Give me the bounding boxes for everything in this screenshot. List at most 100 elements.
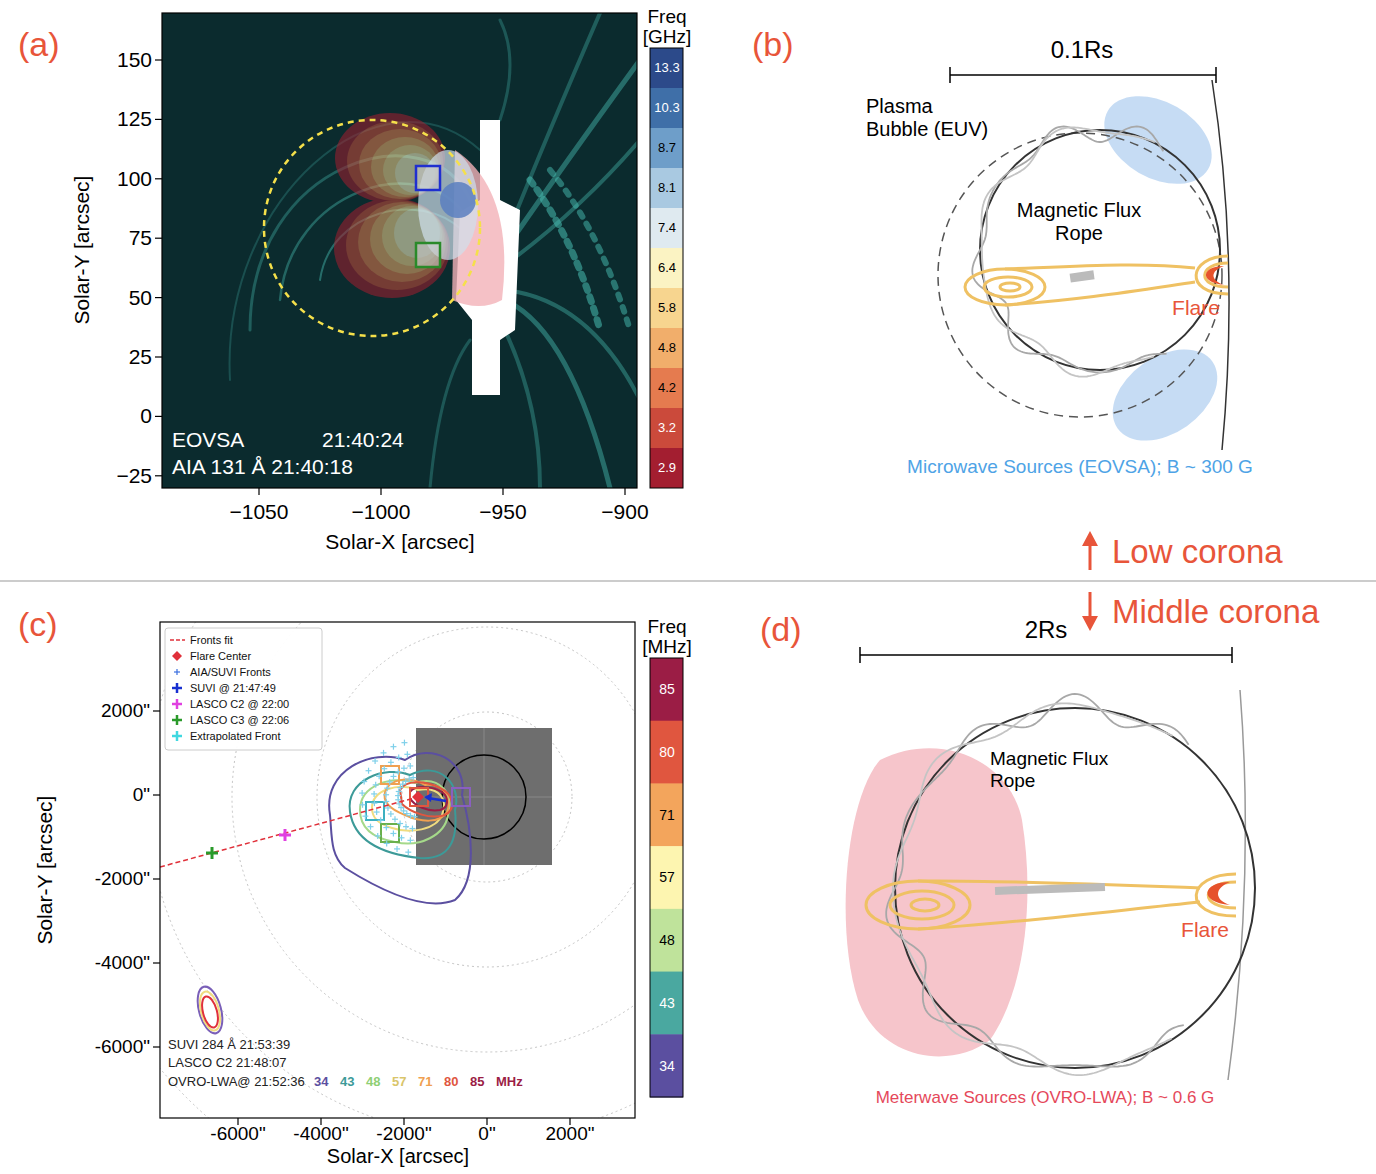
tick-marks <box>155 356 162 357</box>
euv-image <box>440 182 476 218</box>
tick-marks <box>153 711 570 1125</box>
radio-image <box>381 766 399 784</box>
colorbar <box>650 168 683 208</box>
tick-marks <box>155 60 625 495</box>
scale-label: 0.1Rs <box>1051 36 1114 64</box>
diagram-label: Plasma Bubble (EUV) <box>866 95 994 141</box>
euv-image <box>230 13 637 488</box>
radio-image <box>196 989 224 1032</box>
divider <box>1082 616 1098 631</box>
tick-marks <box>155 416 162 417</box>
tick-marks <box>155 59 162 60</box>
axis-tick: -6000" <box>210 1123 265 1145</box>
radio-image <box>359 740 417 855</box>
coronal-schematic <box>980 130 1220 370</box>
radio-image <box>374 791 375 797</box>
radio-image <box>365 813 366 819</box>
radio-image <box>160 622 635 1118</box>
coronal-schematic <box>866 881 970 929</box>
radio-image <box>193 984 227 1036</box>
radio-image <box>199 995 221 1030</box>
colorbar-tick: 85 <box>659 681 675 697</box>
radio-image <box>386 840 387 846</box>
radio-image <box>412 791 424 803</box>
radio-image <box>364 779 365 785</box>
radio-image <box>389 779 390 785</box>
legend-entry: LASCO C3 @ 22:06 <box>190 714 289 727</box>
axis-tick: -2000" <box>376 1123 431 1145</box>
radio-image <box>410 837 411 843</box>
radio-image <box>404 740 405 746</box>
coronal-schematic <box>1196 256 1228 294</box>
radio-image <box>393 773 394 779</box>
radio-image <box>160 622 635 1118</box>
markers <box>162 13 637 488</box>
radio-image <box>387 785 388 791</box>
colorbar-tick: 10.3 <box>654 101 679 116</box>
colorbar <box>650 972 683 1035</box>
coronal-schematic <box>1206 266 1224 285</box>
radio-image <box>206 847 218 859</box>
colorbar <box>650 328 683 368</box>
radio-image <box>402 781 403 787</box>
radio-image <box>413 775 414 781</box>
radio-image <box>410 763 411 769</box>
colorbar <box>650 846 683 909</box>
euv-image <box>505 60 637 250</box>
axis-tick: 2000" <box>101 700 150 722</box>
colorbar <box>650 48 683 488</box>
colorbar-tick: 4.2 <box>658 381 676 396</box>
coronal-schematic <box>1089 78 1227 202</box>
euv-image <box>430 340 470 488</box>
radio-image <box>374 800 375 806</box>
colorbar <box>650 909 683 972</box>
legend-entry: LASCO C2 @ 22:00 <box>190 698 289 711</box>
radio-image <box>383 750 384 756</box>
diagram-label: Magnetic Flux Rope <box>990 748 1125 792</box>
radio-image <box>398 754 399 760</box>
divider <box>0 581 1376 582</box>
tick-marks <box>155 119 162 120</box>
colorbar-tick: 80 <box>659 744 675 760</box>
radio-image <box>170 639 185 641</box>
colorbar-tick: 2.9 <box>658 461 676 476</box>
colorbar <box>650 128 683 168</box>
coronal-schematic <box>1228 690 1245 1080</box>
colorbar <box>650 721 683 784</box>
coronal-schematic <box>1205 263 1228 287</box>
coronal-schematic <box>846 690 1255 1080</box>
radio-image <box>165 628 322 750</box>
euv-image <box>162 13 637 488</box>
coronal-schematic <box>995 883 1105 895</box>
colorbar <box>650 208 683 248</box>
tick-marks <box>624 488 625 495</box>
radio-image <box>384 766 385 772</box>
radio-image <box>386 798 387 804</box>
colorbar <box>650 1034 683 1097</box>
scale-bar <box>950 74 1216 76</box>
colorbar-tick: 8.7 <box>658 141 676 156</box>
radio-image <box>366 766 470 842</box>
radio-image <box>381 824 399 842</box>
euv-image <box>500 320 540 488</box>
colorbar-tick: 71 <box>659 807 675 823</box>
coronal-schematic <box>911 899 939 911</box>
colorbar-tick: 48 <box>659 932 675 948</box>
coronal-schematic <box>982 128 1155 377</box>
colorbar <box>650 368 683 408</box>
legend-entry: Fronts fit <box>190 634 233 647</box>
frequency-key: 48 <box>366 1075 380 1090</box>
tick-marks <box>155 178 162 179</box>
radio-image <box>176 669 177 675</box>
radio-image <box>362 802 363 808</box>
coronal-schematic <box>1208 882 1236 908</box>
colorbar <box>650 658 683 721</box>
axis-tick: 75 <box>129 226 152 250</box>
colorbar-tick: 34 <box>659 1058 675 1074</box>
diagram-caption: Microwave Sources (EOVSA); B ~ 300 G <box>907 456 1253 478</box>
diagram-label: Flare <box>1172 296 1220 320</box>
radio-image <box>398 788 399 794</box>
radio-image <box>376 809 377 815</box>
radio-image <box>402 712 572 882</box>
markers <box>162 13 637 488</box>
